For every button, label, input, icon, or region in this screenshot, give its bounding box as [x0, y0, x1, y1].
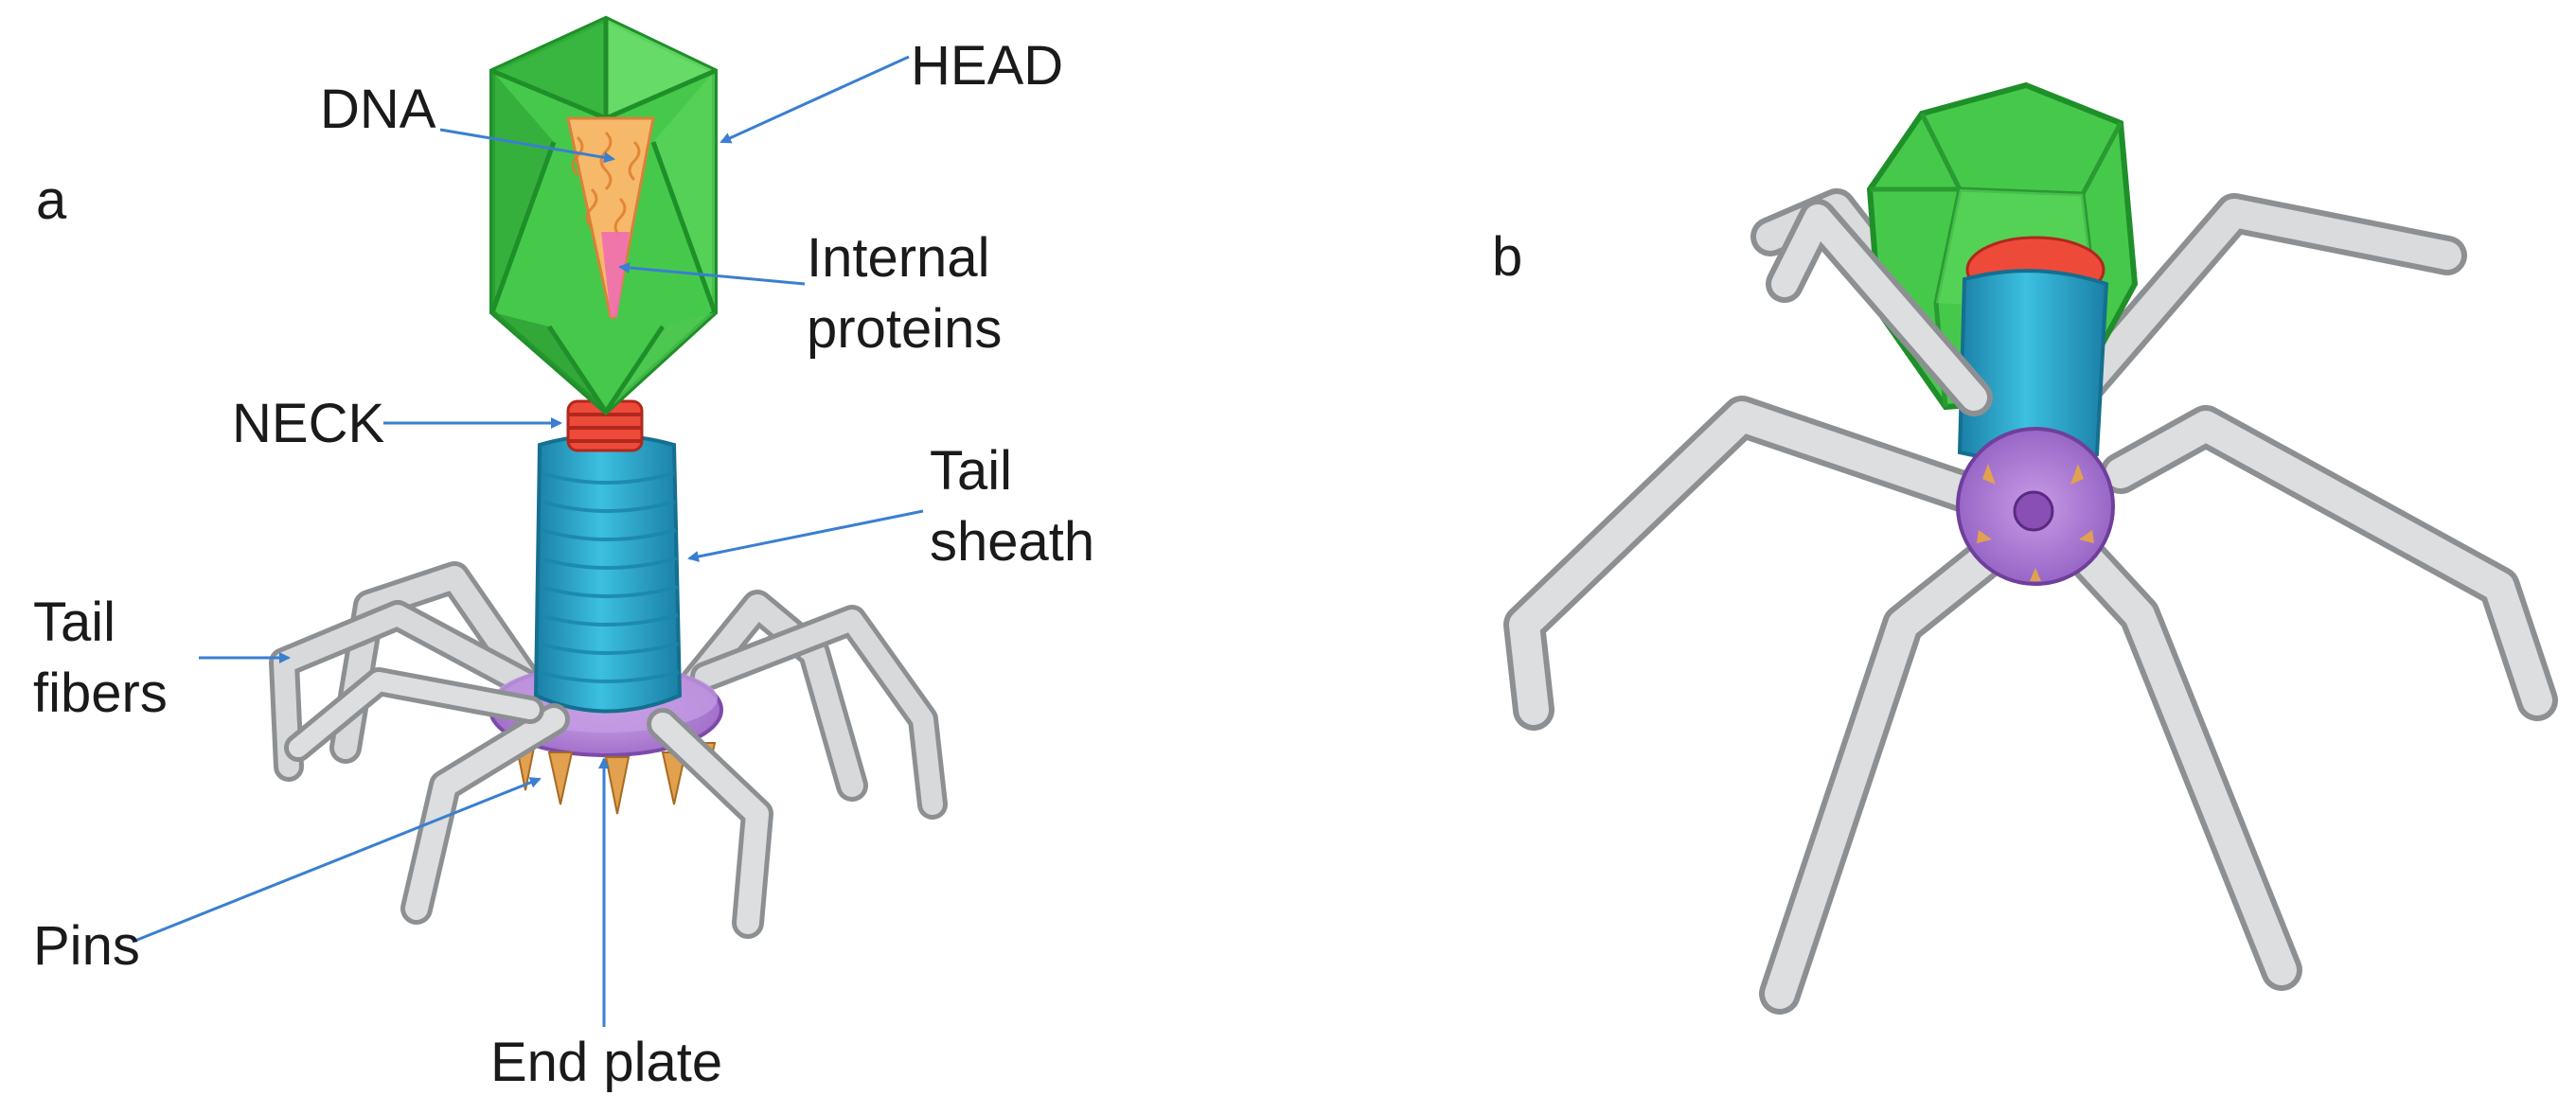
label-tail-fibers: Tail fibers	[33, 592, 168, 725]
label-head: HEAD	[911, 35, 1064, 97]
tail-sheath-a	[533, 433, 683, 714]
phage-a	[132, 15, 948, 1027]
plate-center-b	[2013, 490, 2054, 532]
label-dna: DNA	[320, 79, 436, 140]
tail-fibers-b-front	[1503, 199, 2558, 1015]
label-neck: NECK	[232, 393, 385, 454]
label-internal-proteins: Internal proteins	[807, 227, 1003, 361]
label-end-plate: End plate	[490, 1032, 723, 1093]
tail-fibers-back	[269, 561, 948, 820]
label-tail-sheath: Tail sheath	[930, 440, 1095, 574]
panel-a-letter: a	[36, 169, 67, 231]
panel-b-letter: b	[1492, 226, 1523, 288]
tail-fibers-front	[284, 667, 773, 939]
phage-b	[1503, 81, 2558, 1015]
leader-lines	[132, 55, 924, 1027]
pins-b	[1977, 464, 2094, 581]
label-pins: Pins	[33, 915, 140, 977]
head-a	[489, 15, 718, 416]
internal-proteins-core	[601, 232, 630, 317]
